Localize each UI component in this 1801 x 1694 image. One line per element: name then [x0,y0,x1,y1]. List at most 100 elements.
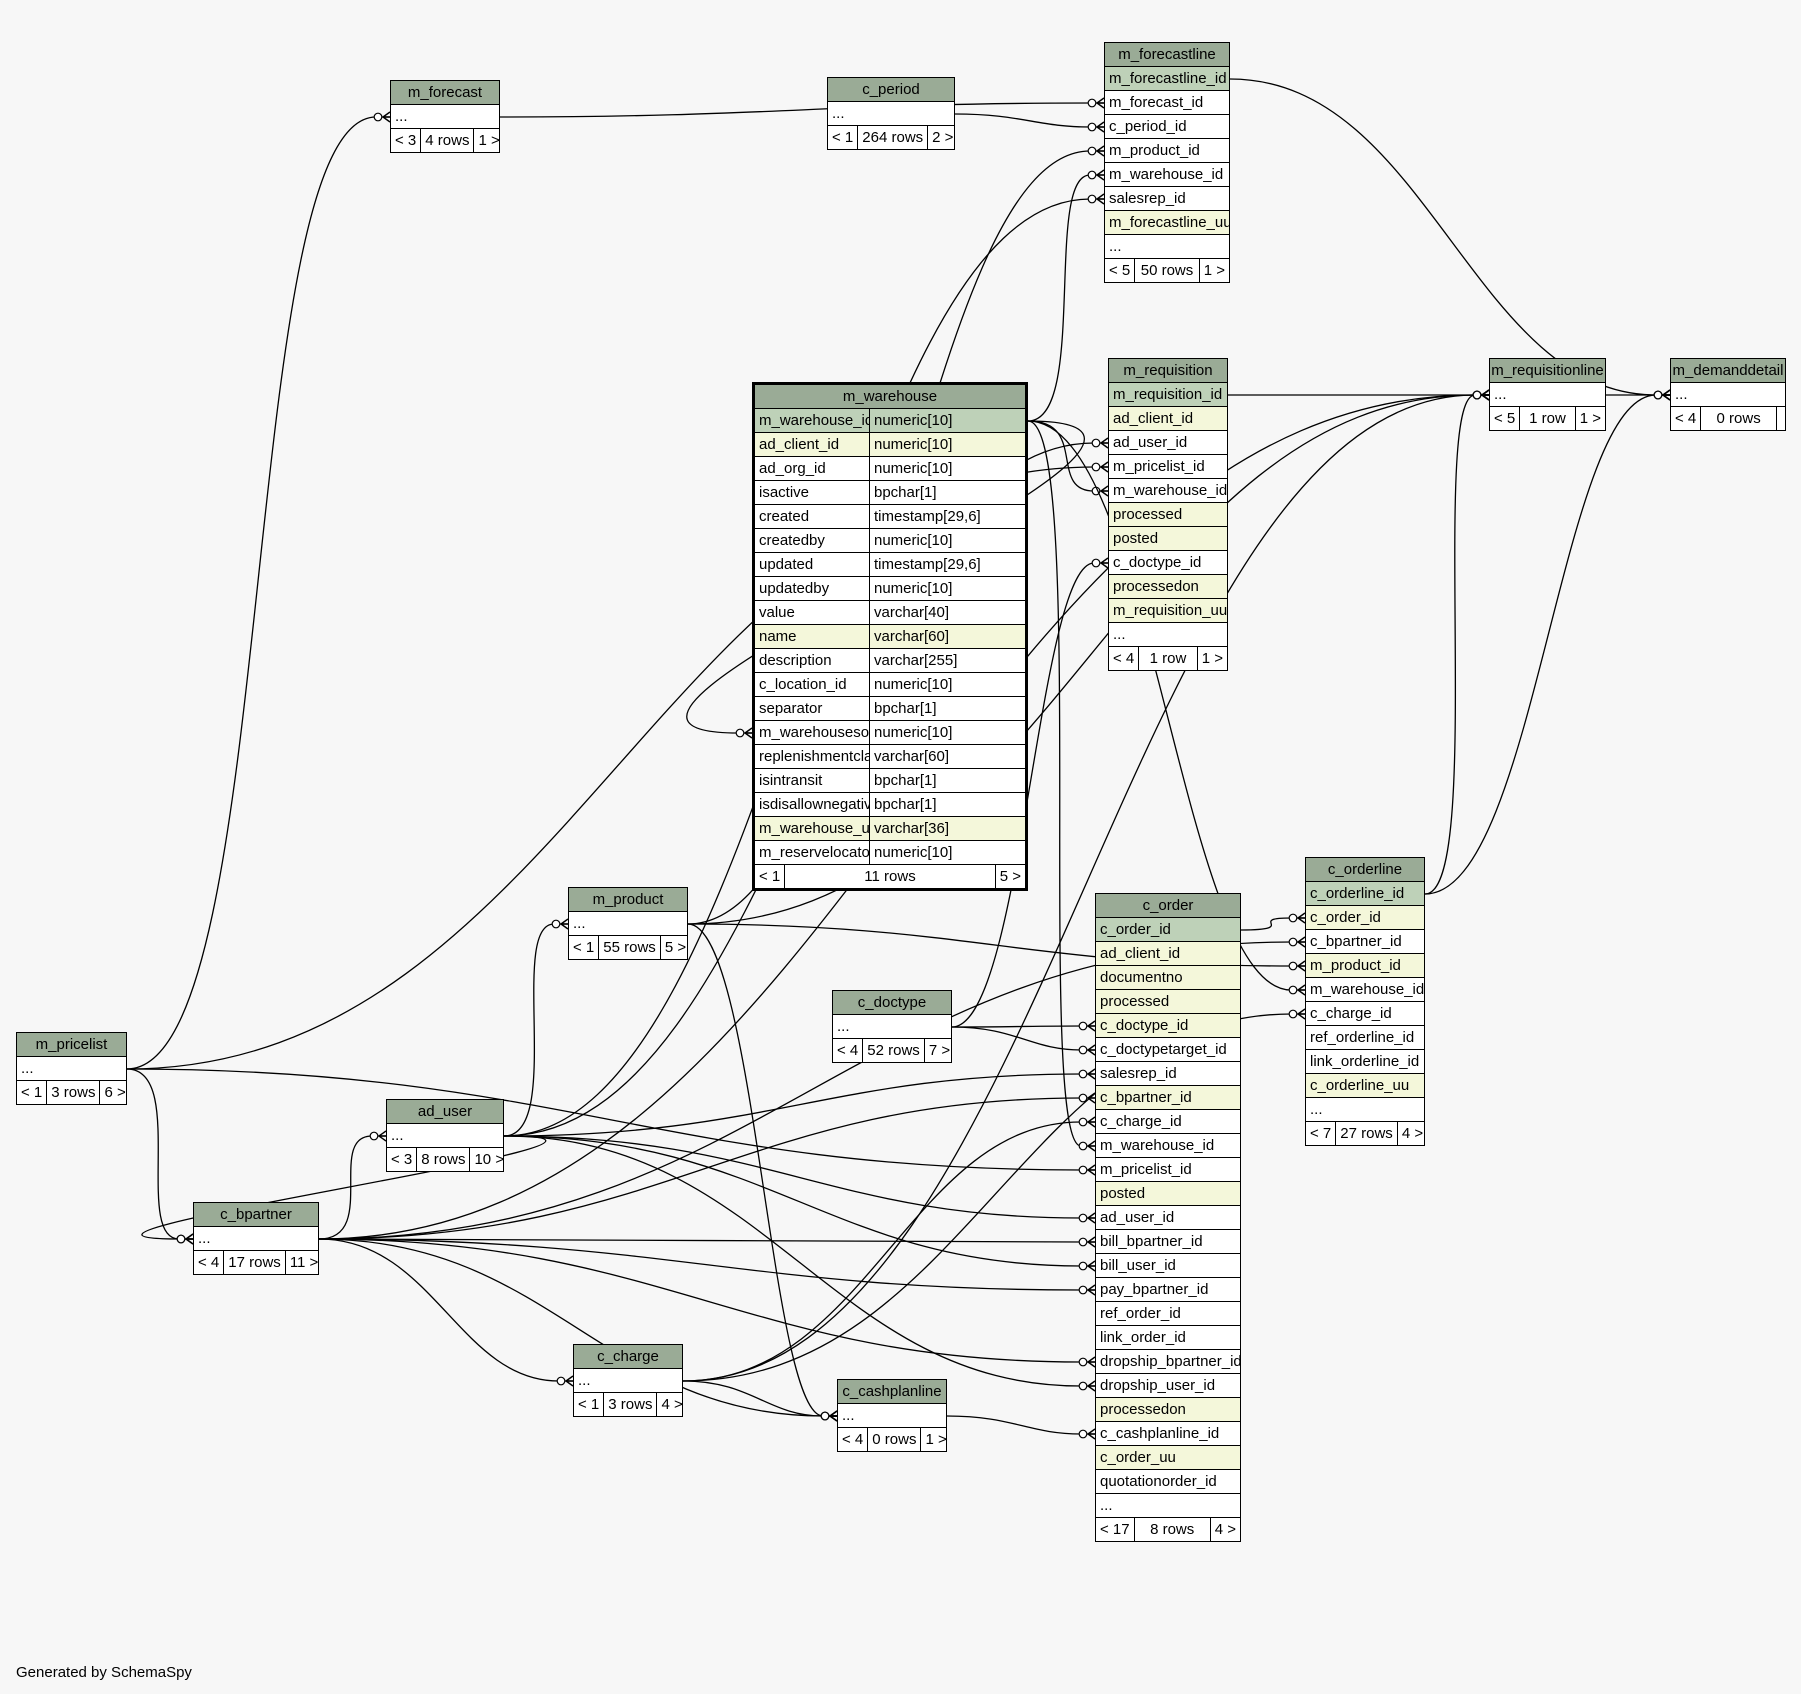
parents-count[interactable]: < 1 [828,126,859,149]
column-row[interactable]: m_forecast_id [1105,91,1229,115]
column-row[interactable]: link_orderline_id [1306,1050,1424,1074]
column-row[interactable]: m_forecastline_uu [1105,211,1229,235]
column-row[interactable]: c_cashplanline_id [1096,1422,1240,1446]
column-row[interactable]: c_period_id [1105,115,1229,139]
table-title[interactable]: c_orderline [1306,858,1424,882]
column-row[interactable]: c_charge_id [1096,1110,1240,1134]
column-row[interactable]: m_product_id [1105,139,1229,163]
column-row[interactable]: m_product_id [1306,954,1424,978]
column-row[interactable]: m_pricelist_id [1096,1158,1240,1182]
column-row[interactable]: c_doctypetarget_id [1096,1038,1240,1062]
column-row[interactable]: m_requisition_uu [1109,599,1227,623]
column-row[interactable]: ref_order_id [1096,1302,1240,1326]
parents-count[interactable]: < 4 [838,1428,869,1451]
table-title[interactable]: c_bpartner [194,1203,318,1227]
column-row[interactable]: ad_client_id [1096,942,1240,966]
column-row[interactable]: processedon [1109,575,1227,599]
column-row[interactable]: c_bpartner_id [1096,1086,1240,1110]
column-row[interactable]: ... [574,1369,682,1393]
children-count[interactable]: 4 > [661,1396,683,1413]
column-row[interactable]: m_pricelist_id [1109,455,1227,479]
column-row[interactable]: salesrep_id [1105,187,1229,211]
column-row[interactable]: c_doctype_id [1096,1014,1240,1038]
column-row[interactable]: c_charge_id [1306,1002,1424,1026]
children-count[interactable]: 6 > [104,1084,126,1101]
column-row[interactable]: ... [387,1124,503,1148]
table-title[interactable]: ad_user [387,1100,503,1124]
column-row[interactable]: c_orderline_id [1306,882,1424,906]
children-count[interactable]: 5 > [999,868,1021,885]
column-row[interactable]: m_warehouse_id [1306,978,1424,1002]
column-row[interactable]: c_bpartner_id [1306,930,1424,954]
table-title[interactable]: m_forecast [391,81,499,105]
table-title[interactable]: m_warehouse [755,385,1025,409]
parents-count[interactable]: < 1 [569,936,600,959]
column-row[interactable]: bill_bpartner_id [1096,1230,1240,1254]
column-row[interactable]: ... [17,1057,126,1081]
table-title[interactable]: m_demanddetail [1671,359,1785,383]
column-row[interactable]: c_order_id [1306,906,1424,930]
children-count[interactable]: 1 > [478,132,500,149]
column-row[interactable]: ref_orderline_id [1306,1026,1424,1050]
column-row[interactable]: dropship_user_id [1096,1374,1240,1398]
column-row[interactable]: link_order_id [1096,1326,1240,1350]
children-count[interactable]: 1 > [1203,262,1225,279]
column-row[interactable]: ... [1306,1098,1424,1122]
column-row[interactable]: ... [569,912,687,936]
column-row[interactable]: c_orderline_uu [1306,1074,1424,1098]
column-row[interactable]: ... [828,102,954,126]
parents-count[interactable]: < 5 [1490,407,1521,430]
table-title[interactable]: c_doctype [833,991,951,1015]
column-row[interactable]: m_forecastline_id [1105,67,1229,91]
children-count[interactable]: 5 > [664,939,687,956]
column-row[interactable]: bill_user_id [1096,1254,1240,1278]
column-row[interactable]: c_doctype_id [1109,551,1227,575]
column-row[interactable]: replenishmentclassvarchar[60] [755,745,1025,769]
column-row[interactable]: posted [1096,1182,1240,1206]
table-title[interactable]: m_requisition [1109,359,1227,383]
parents-count[interactable]: < 4 [1109,647,1140,670]
column-row[interactable]: salesrep_id [1096,1062,1240,1086]
parents-count[interactable]: < 1 [17,1081,48,1104]
parents-count[interactable]: < 4 [833,1039,864,1062]
column-row[interactable]: ... [194,1227,318,1251]
column-row[interactable]: ... [838,1404,946,1428]
column-row[interactable]: ... [1490,383,1605,407]
parents-count[interactable]: < 3 [387,1148,418,1171]
column-row[interactable]: processedon [1096,1398,1240,1422]
parents-count[interactable]: < 4 [1671,407,1702,430]
column-row[interactable]: processed [1096,990,1240,1014]
column-row[interactable]: c_order_uu [1096,1446,1240,1470]
table-title[interactable]: c_period [828,78,954,102]
children-count[interactable]: 11 > [289,1254,319,1271]
column-row[interactable]: ... [391,105,499,129]
children-count[interactable] [1777,407,1785,430]
table-title[interactable]: m_product [569,888,687,912]
children-count[interactable]: 1 > [925,1431,947,1448]
column-row[interactable]: ad_user_id [1096,1206,1240,1230]
